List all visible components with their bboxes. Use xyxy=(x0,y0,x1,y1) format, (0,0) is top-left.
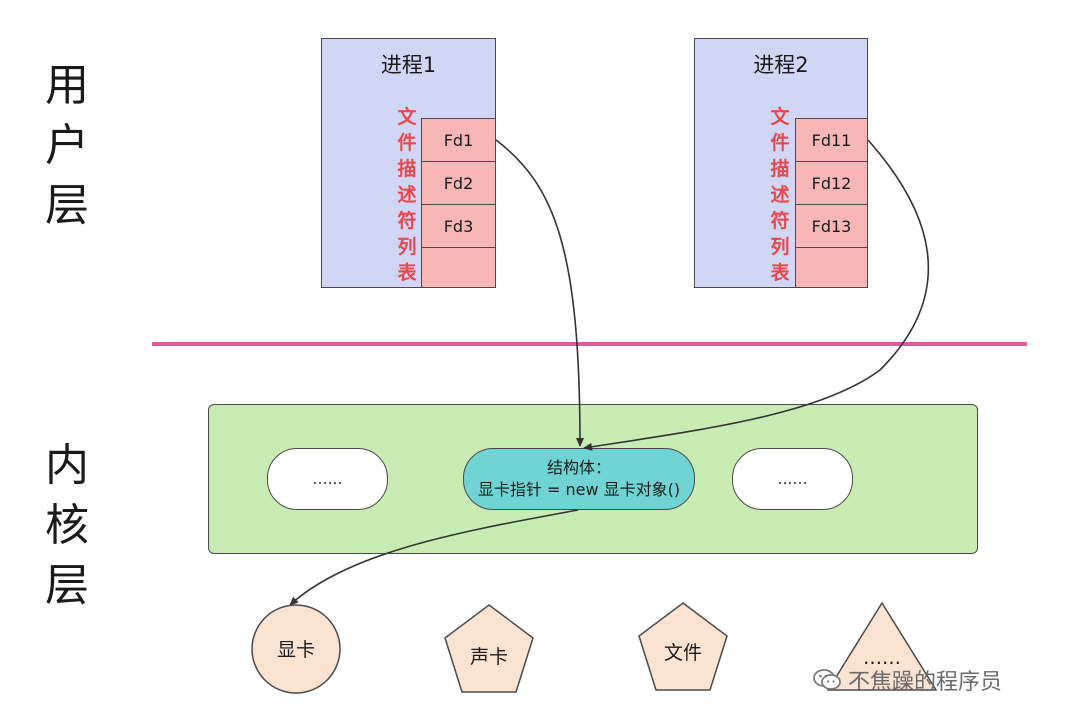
fd-table-label-char: 描 xyxy=(397,158,417,180)
device-sound-card: 声卡 xyxy=(444,604,534,693)
fd-cell-fd12: Fd12 xyxy=(795,161,868,205)
device-gpu-label: 显卡 xyxy=(277,639,315,661)
fd-table-label-char: 列 xyxy=(770,236,790,258)
kernel-layer-char: 核 xyxy=(45,500,89,551)
device-gpu-shape xyxy=(251,604,341,694)
fd-cell-empty xyxy=(795,247,868,288)
fd-table-label-char: 文 xyxy=(770,106,790,128)
user-layer-char: 层 xyxy=(45,180,89,231)
user-kernel-divider xyxy=(152,342,1027,346)
fd-table-label-char: 符 xyxy=(770,210,790,232)
watermark: 不焦躁的程序员 xyxy=(812,664,1002,696)
kernel-layer-char: 内 xyxy=(45,440,89,491)
device-gpu: 显卡 xyxy=(251,604,341,694)
fd-table-label-char: 文 xyxy=(397,106,417,128)
kernel-layer-char: 层 xyxy=(45,560,89,611)
fd-table-label-char: 表 xyxy=(397,262,417,284)
process-1-title: 进程1 xyxy=(380,53,437,77)
fd-cell-fd3: Fd3 xyxy=(421,204,496,248)
fd-cell-empty xyxy=(421,247,496,288)
fd-table-label-char: 表 xyxy=(770,262,790,284)
device-sound-card-label: 声卡 xyxy=(470,646,508,668)
device-file-shape xyxy=(638,602,728,691)
device-file: 文件 xyxy=(638,602,728,691)
process-2-fd-table-label: 文 件 描 述 符 列 表 xyxy=(768,104,792,286)
arrow-fd1-to-struct xyxy=(495,139,584,447)
watermark-text: 不焦躁的程序员 xyxy=(848,670,1003,695)
device-other-label: …… xyxy=(863,647,901,669)
fd-table-label-char: 描 xyxy=(770,158,790,180)
device-sound-card-shape xyxy=(444,604,534,693)
fd-table-label-char: 件 xyxy=(397,132,417,154)
fd-table-label-char: 列 xyxy=(397,236,417,258)
device-other-shape xyxy=(826,601,938,691)
kernel-item-left: …… xyxy=(267,448,388,510)
fd-cell-fd13: Fd13 xyxy=(795,204,868,248)
fd-table-label-char: 件 xyxy=(770,132,790,154)
fd-cell-fd11: Fd11 xyxy=(795,118,868,162)
user-layer-char: 用 xyxy=(45,60,89,111)
fd-table-label-char: 述 xyxy=(770,184,790,206)
process-2-title: 进程2 xyxy=(753,53,809,77)
arrow-fd11-to-struct xyxy=(583,139,930,451)
device-other: …… xyxy=(826,601,938,691)
arrow-struct-to-gpu xyxy=(289,509,579,606)
user-layer-char: 户 xyxy=(45,120,89,171)
struct-node: 结构体： 显卡指针 = new 显卡对象() xyxy=(463,448,695,510)
process-1-fd-table-label: 文 件 描 述 符 列 表 xyxy=(395,104,419,286)
kernel-item-right: …… xyxy=(732,448,853,510)
wechat-icon xyxy=(813,669,841,690)
device-file-label: 文件 xyxy=(664,642,702,664)
fd-table-label-char: 符 xyxy=(397,210,417,232)
struct-title: 结构体： xyxy=(546,458,611,477)
fd-table-label-char: 述 xyxy=(397,184,417,206)
struct-body: 显卡指针 = new 显卡对象() xyxy=(477,480,681,499)
